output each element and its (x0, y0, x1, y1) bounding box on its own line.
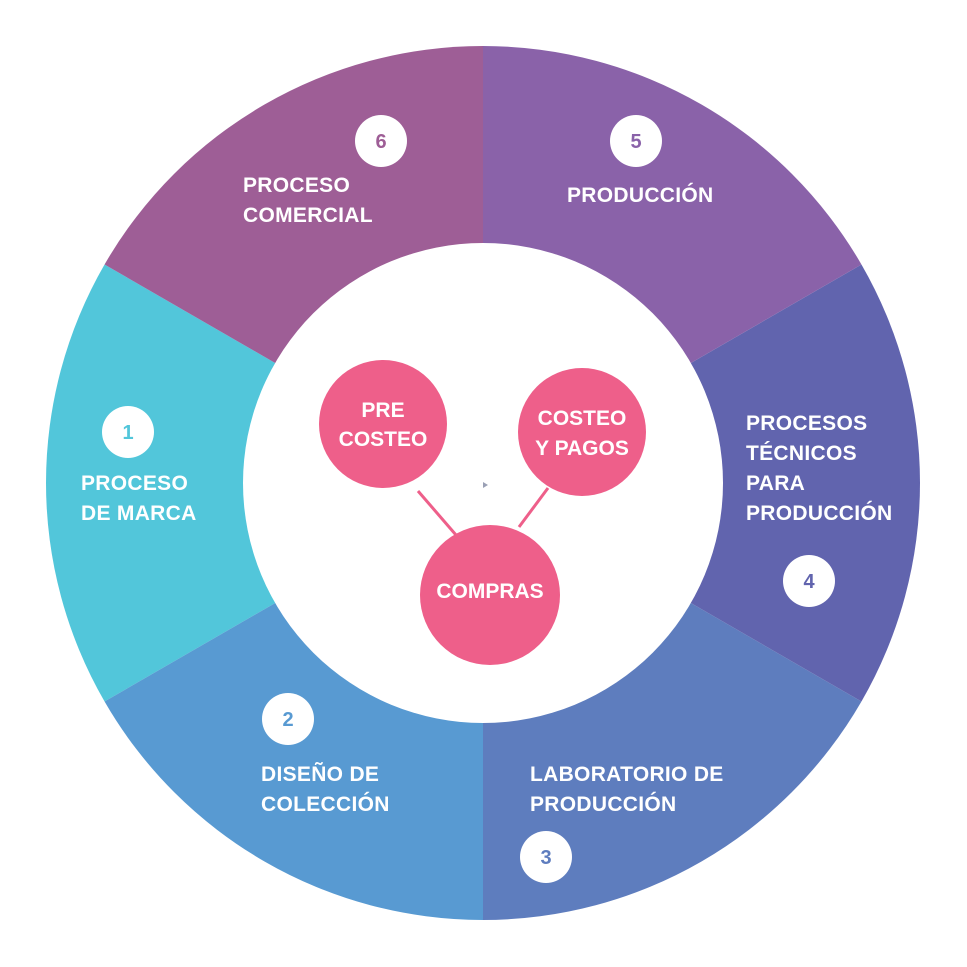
step-number: 5 (630, 131, 641, 153)
badge-circle (783, 555, 835, 607)
badge-circle (262, 693, 314, 745)
bubble-label-line: COSTEO (538, 407, 627, 430)
segment-1-badge: 1 (102, 406, 154, 458)
badge-circle (610, 115, 662, 167)
bubble-label-line: PRE (361, 399, 404, 422)
bubble-circle (420, 525, 560, 665)
segment-6-badge: 6 (355, 115, 407, 167)
step-number: 2 (282, 709, 293, 731)
badge-circle (520, 831, 572, 883)
segment-2-label-line: DISEÑO DE (261, 763, 379, 786)
step-number: 3 (540, 847, 551, 869)
center-bubble-3: COMPRAS (420, 525, 560, 665)
step-number: 6 (375, 131, 386, 153)
center-bubble-1: PRE COSTEO (319, 360, 447, 488)
segment-4-label-line: PROCESOS (746, 412, 867, 435)
bubble-circle (518, 368, 646, 496)
segment-6-label-line: PROCESO (243, 174, 350, 197)
segment-2-label-line: COLECCIÓN (261, 792, 390, 816)
center-layer: PRE COSTEO COSTEO Y PAGOS COMPRAS (319, 360, 646, 665)
segment-2-badge: 2 (262, 693, 314, 745)
badge-circle (355, 115, 407, 167)
segment-5-label-line: PRODUCCIÓN (567, 183, 714, 207)
step-number: 1 (122, 422, 133, 444)
bubble-circle (319, 360, 447, 488)
bubble-label-line: COSTEO (339, 428, 428, 451)
step-number: 4 (803, 571, 815, 593)
segment-3-label-line: LABORATORIO DE (530, 763, 724, 786)
badge-circle (102, 406, 154, 458)
segment-1-label-line: DE MARCA (81, 502, 197, 525)
segment-4-badge: 4 (783, 555, 835, 607)
bubble-label-line: Y PAGOS (535, 437, 629, 460)
segment-5-badge: 5 (610, 115, 662, 167)
center-arrow-icon (483, 482, 488, 488)
segment-3-label-line: PRODUCCIÓN (530, 792, 677, 816)
center-bubble-2: COSTEO Y PAGOS (518, 368, 646, 496)
segment-4-label-line: PARA (746, 472, 805, 495)
connector-precosteo-compras (416, 490, 458, 536)
segment-1-label-line: PROCESO (81, 472, 188, 495)
bubble-label-line: COMPRAS (436, 580, 543, 603)
segment-6-label-line: COMERCIAL (243, 204, 373, 227)
segment-4-label-line: TÉCNICOS (746, 442, 857, 465)
connector-pagos-compras (517, 487, 550, 528)
segment-4-label-line: PRODUCCIÓN (746, 501, 893, 525)
segment-3-badge: 3 (520, 831, 572, 883)
